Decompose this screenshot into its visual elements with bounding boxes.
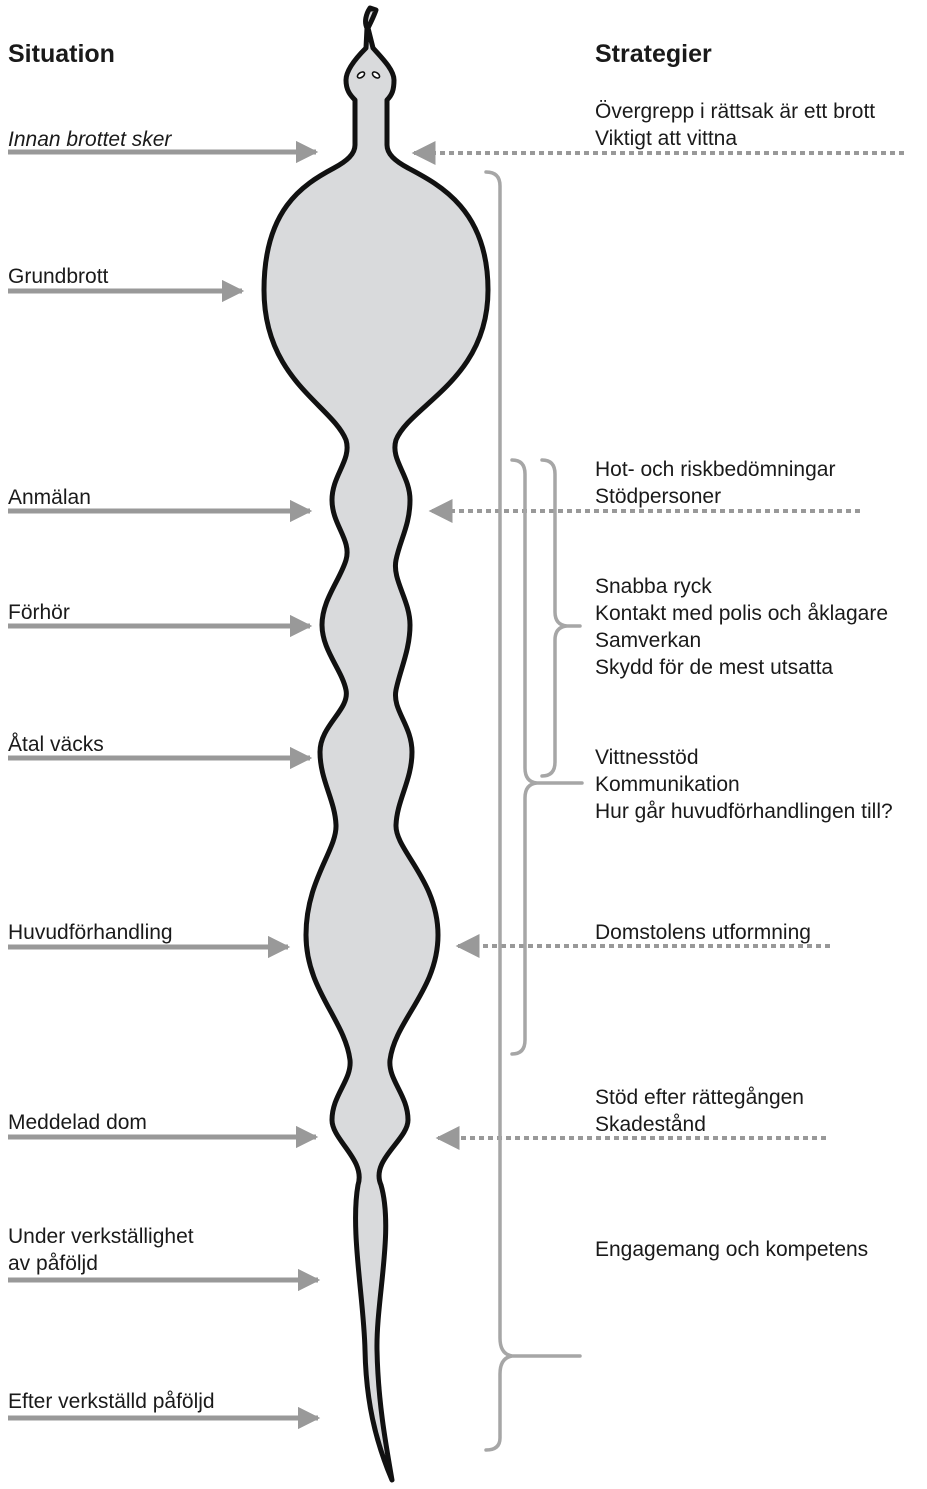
strategy-header: Strategier — [595, 40, 712, 68]
strategy-line: Skadestånd — [595, 1113, 706, 1136]
strategy-line: Hot- och riskbedömningar — [595, 458, 836, 481]
left-eye-icon — [356, 71, 366, 79]
situation-dom: Meddelad dom — [8, 1111, 147, 1134]
strategy-line: Kontakt med polis och åklagare — [595, 602, 889, 625]
strategy-line: Övergrepp i rättsak är ett brott — [595, 100, 876, 123]
situation-innan: Innan brottet sker — [8, 128, 172, 151]
strategy-block-1: Övergrepp i rättsak är ett brott Viktigt… — [595, 98, 875, 152]
brace-inner — [540, 458, 582, 778]
strategy-line: Engagemang och kompetens — [595, 1238, 869, 1261]
strategy-block-2: Hot- och riskbedömningar Stödpersoner — [595, 456, 835, 510]
strategy-line: Skydd för de mest utsatta — [595, 656, 834, 679]
strategy-line: Kommunikation — [595, 773, 740, 796]
snake-body — [261, 5, 491, 1483]
situation-grundbrott: Grundbrott — [8, 265, 109, 288]
strategy-block-6: Stöd efter rättegången Skadestånd — [595, 1084, 804, 1138]
situation-forhor: Förhör — [8, 601, 70, 624]
strategy-line: Viktigt att vittna — [595, 127, 738, 150]
strategy-block-5: Domstolens utformning — [595, 919, 811, 946]
strategy-block-7: Engagemang och kompetens — [595, 1236, 868, 1263]
strategy-line: Domstolens utformning — [595, 921, 811, 944]
strategy-line: Stödpersoner — [595, 485, 722, 508]
strategy-line: Snabba ryck — [595, 575, 712, 598]
situation-verkstallighet: Under verkställighet av påföljd — [8, 1223, 194, 1277]
situation-anmalan: Anmälan — [8, 486, 91, 509]
situation-header: Situation — [8, 40, 115, 68]
situation-verkstallighet-line-1: Under verkställighet — [8, 1225, 194, 1248]
right-eye-icon — [371, 71, 381, 79]
strategy-line: Hur går huvudförhandlingen till? — [595, 800, 893, 823]
brace-middle — [510, 458, 584, 1056]
strategy-block-4: Vittnesstöd Kommunikation Hur går huvudf… — [595, 744, 893, 825]
situation-atal: Åtal väcks — [8, 733, 104, 756]
strategy-line: Samverkan — [595, 629, 702, 652]
brace-outer — [484, 170, 582, 1452]
strategy-line: Stöd efter rättegången — [595, 1086, 804, 1109]
situation-huvudforhandling: Huvudförhandling — [8, 921, 173, 944]
situation-verkstallighet-line-2: av påföljd — [8, 1252, 98, 1275]
situation-efter: Efter verkställd påföljd — [8, 1390, 215, 1413]
strategy-block-3: Snabba ryck Kontakt med polis och åklaga… — [595, 573, 888, 681]
strategy-line: Vittnesstöd — [595, 746, 699, 769]
